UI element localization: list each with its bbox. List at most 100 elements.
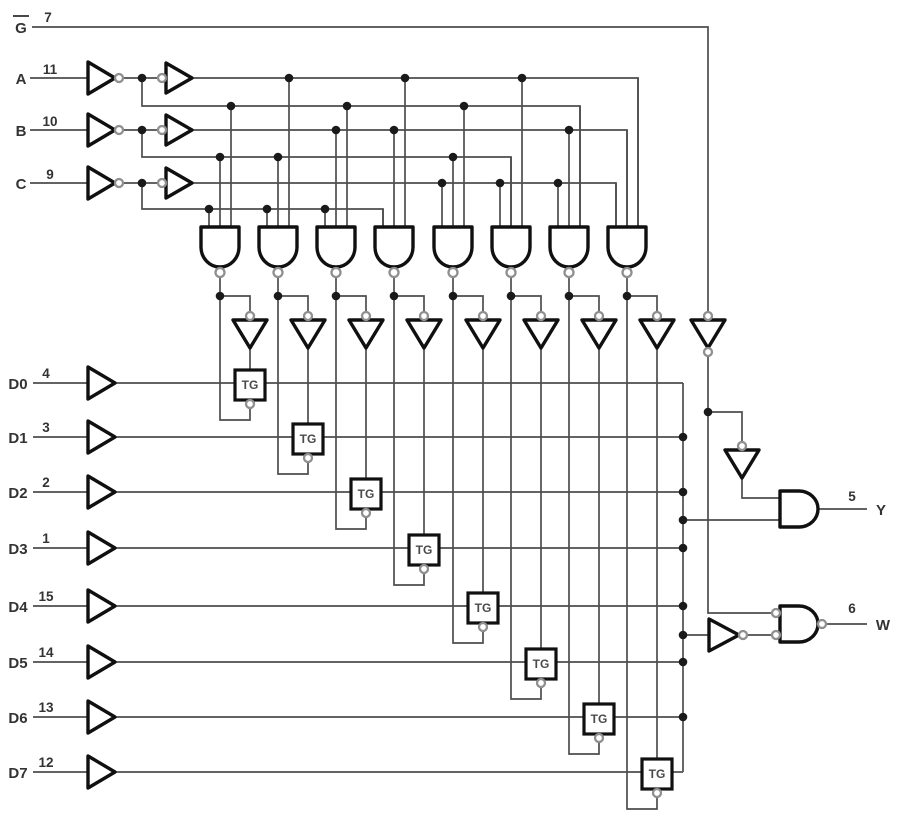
nand-output-bubble-6 bbox=[563, 266, 575, 279]
nand-output-bubble-3 bbox=[388, 266, 400, 279]
nand-output-bubble-7 bbox=[621, 266, 633, 279]
select-inverter-1 bbox=[86, 112, 117, 148]
bus-junction-7 bbox=[678, 630, 688, 640]
wire-a-bar bbox=[141, 78, 581, 227]
wire-node-to-inverter-2 bbox=[336, 295, 367, 312]
decode-inverter-input-bubble-3 bbox=[418, 310, 430, 322]
bus-junction-4 bbox=[678, 657, 688, 667]
select-node-0 bbox=[137, 73, 147, 83]
junction-gate6-pin0 bbox=[553, 178, 563, 188]
tg-label-3: TG bbox=[416, 543, 433, 557]
wire-b-true bbox=[192, 129, 628, 227]
tg-bottom-bubble-1 bbox=[302, 452, 314, 464]
w-inverter bbox=[707, 617, 741, 653]
bus-junction-3 bbox=[678, 601, 688, 611]
enable-inverter-input-bubble bbox=[702, 310, 714, 322]
nand-output-node-4 bbox=[448, 291, 458, 301]
wire-enable bbox=[32, 26, 709, 312]
wire-node-to-tg-bottom-0 bbox=[219, 296, 251, 421]
w-gate-input-bubble-top bbox=[770, 607, 782, 619]
output-label-y: Y bbox=[876, 502, 886, 519]
select-input-label-0: A bbox=[16, 71, 27, 88]
nand-output-node-6 bbox=[564, 291, 574, 301]
decode-inverter-input-bubble-2 bbox=[360, 310, 372, 322]
nand-output-bubble-2 bbox=[330, 266, 342, 279]
select-node-2 bbox=[137, 178, 147, 188]
select-inverter-0 bbox=[86, 60, 117, 96]
data-pin-number-4: 15 bbox=[38, 589, 54, 604]
junction-gate4-pin2 bbox=[459, 101, 469, 111]
data-input-label-6: D6 bbox=[8, 710, 27, 727]
decode-inverter-input-bubble-1 bbox=[302, 310, 314, 322]
junction-gate2-pin1 bbox=[331, 125, 341, 135]
output-nand-gate-w bbox=[778, 604, 820, 644]
decode-inverter-input-bubble-7 bbox=[651, 310, 663, 322]
data-buffer-0 bbox=[86, 365, 117, 401]
data-buffer-6 bbox=[86, 699, 117, 735]
y-enable-inverter bbox=[723, 448, 761, 480]
junction-layer bbox=[137, 73, 713, 722]
junction-gate4-pin1 bbox=[448, 152, 458, 162]
enable-pin-number: 7 bbox=[44, 10, 52, 25]
tg-gate-1 bbox=[291, 422, 325, 456]
decode-inverter-4 bbox=[464, 318, 502, 350]
junction-gate0-pin2 bbox=[226, 101, 236, 111]
data-buffer-3 bbox=[86, 530, 117, 566]
bus-junction-2 bbox=[678, 543, 688, 553]
junction-gate1-pin1 bbox=[273, 152, 283, 162]
select-buffer-input-bubble-0 bbox=[156, 72, 168, 84]
data-pin-number-1: 3 bbox=[42, 420, 50, 435]
junction-gate2-pin0 bbox=[320, 204, 330, 214]
wire-node-to-tg-bottom-4 bbox=[452, 296, 484, 644]
tg-bottom-bubble-3 bbox=[418, 563, 430, 575]
decode-inverter-0 bbox=[231, 318, 269, 350]
tg-label-6: TG bbox=[591, 712, 608, 726]
decode-inverter-7 bbox=[638, 318, 676, 350]
data-input-label-5: D5 bbox=[8, 655, 27, 672]
data-input-label-2: D2 bbox=[8, 485, 27, 502]
tg-label-0: TG bbox=[242, 378, 259, 392]
decode-inverter-2 bbox=[347, 318, 385, 350]
nand-output-node-1 bbox=[273, 291, 283, 301]
decode-inverter-3 bbox=[405, 318, 443, 350]
nand-gate-5 bbox=[490, 225, 532, 269]
nand-output-node-2 bbox=[331, 291, 341, 301]
tg-bottom-bubble-2 bbox=[360, 507, 372, 519]
select-buffer-2 bbox=[164, 166, 194, 200]
nand-gate-2 bbox=[315, 225, 357, 269]
select-inverter-bubble-2 bbox=[113, 177, 125, 189]
tg-label-5: TG bbox=[533, 657, 550, 671]
data-pin-number-5: 14 bbox=[38, 645, 54, 660]
enable-inverter-output-bubble bbox=[702, 346, 714, 358]
select-inverter-bubble-1 bbox=[113, 124, 125, 136]
junction-gate5-pin0 bbox=[495, 178, 505, 188]
nand-gate-4 bbox=[432, 225, 474, 269]
data-buffer-7 bbox=[86, 754, 117, 790]
junction-gate2-pin2 bbox=[342, 101, 352, 111]
wire-y-inverter-to-and bbox=[741, 478, 780, 499]
decode-inverter-6 bbox=[580, 318, 618, 350]
nand-gate-0 bbox=[199, 225, 241, 269]
wire-node-to-tg-bottom-3 bbox=[393, 296, 425, 586]
bus-junction-6 bbox=[678, 515, 688, 525]
data-buffer-1 bbox=[86, 419, 117, 455]
data-pin-number-6: 13 bbox=[38, 700, 54, 715]
tg-bottom-bubble-5 bbox=[535, 677, 547, 689]
label-layer: G7A11B10C9TGD04TGD13TGD22TGD31TGD415TGD5… bbox=[8, 10, 891, 782]
junction-gate1-pin2 bbox=[284, 73, 294, 83]
nand-output-node-5 bbox=[506, 291, 516, 301]
wire-node-to-tg-bottom-7 bbox=[626, 296, 658, 810]
wire-node-to-inverter-4 bbox=[453, 295, 484, 312]
enable-input-label: G bbox=[15, 20, 27, 37]
output-pin-y: 5 bbox=[848, 489, 856, 504]
select-node-1 bbox=[137, 125, 147, 135]
select-input-label-1: B bbox=[16, 123, 27, 140]
wire-c-true bbox=[192, 182, 617, 227]
bubble-layer bbox=[113, 72, 828, 799]
wire-enable-branch-y bbox=[708, 411, 743, 442]
nand-gate-1 bbox=[257, 225, 299, 269]
data-pin-number-0: 4 bbox=[42, 366, 50, 381]
tg-bottom-bubble-4 bbox=[477, 621, 489, 633]
